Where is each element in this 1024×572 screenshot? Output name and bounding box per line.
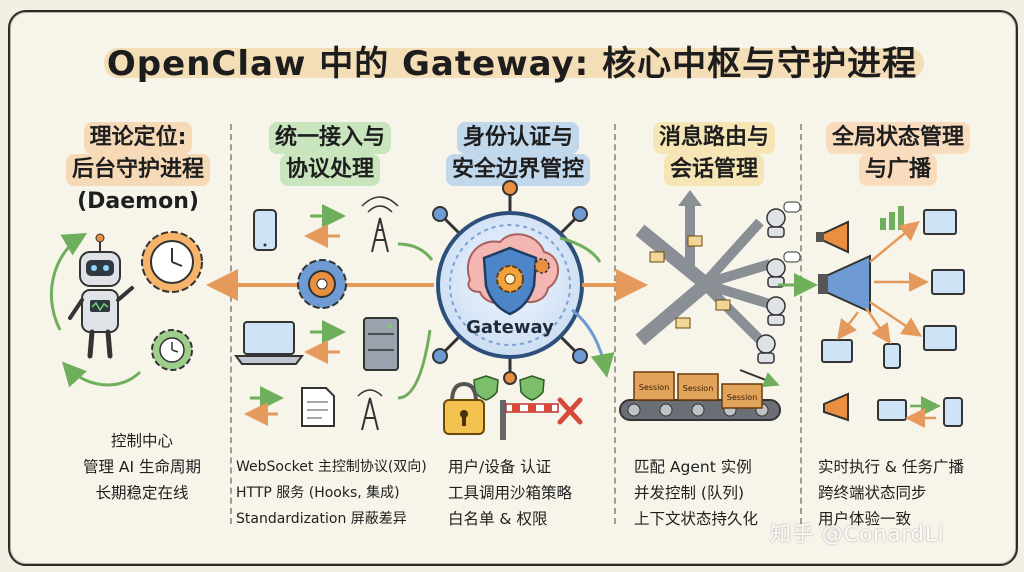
column-5-heading: 全局状态管理 与广播 [800, 122, 996, 186]
column-1-item: 长期稳定在线 [95, 484, 189, 502]
column-4-list: 匹配 Agent 实例 并发控制 (队列) 上下文状态持久化 [634, 454, 796, 532]
hub-lower-connector [571, 308, 615, 378]
broadcast-arrows [837, 220, 941, 428]
column-1-list: 控制中心 管理 AI 生命周期 长期稳定在线 [62, 428, 222, 506]
column-2-item: Standardization 屏蔽差异 [236, 511, 407, 527]
barrier-gate-icon [500, 400, 559, 440]
smartphone-icon [253, 209, 277, 251]
bar-chart-icon [880, 206, 904, 230]
megaphone-icon-center [818, 254, 871, 314]
padlock-icon [443, 381, 485, 435]
column-3-heading-line-1: 身份认证与 [456, 122, 579, 154]
signal-tower-icon [357, 389, 383, 431]
page-title: OpenClaw 中的 Gateway: 核心中枢与守护进程 [106, 44, 918, 84]
column-5-item: 用户体验一致 [818, 510, 912, 528]
column-divider-3 [800, 124, 802, 524]
laptop-icon [234, 321, 304, 365]
megaphone-icon-bottom [823, 392, 849, 422]
megaphone-icon-top [816, 220, 849, 254]
column-5-heading-line-1: 全局状态管理 [825, 122, 970, 154]
router-arrows-icon [635, 190, 772, 346]
title-highlight [104, 48, 924, 78]
cycle-arrow-bottom [61, 361, 142, 388]
session-box-label-2: Session [683, 384, 714, 393]
column-2-heading-line-1: 统一接入与 [268, 122, 391, 154]
column-4-item: 上下文状态持久化 [634, 510, 759, 528]
hub-gear-icon [496, 258, 550, 293]
column-3-heading: 身份认证与 安全边界管控 [416, 122, 620, 186]
session-box-label-3: Session [727, 393, 758, 402]
hub-upper-connector [559, 236, 602, 263]
column-2-item: WebSocket 主控制协议(双向) [236, 459, 427, 475]
cycle-arrow-left [49, 232, 88, 331]
small-clock-gear-icon [151, 329, 193, 371]
column-3-item: 用户/设备 认证 [448, 458, 552, 476]
column-1-heading: 理论定位: 后台守护进程 (Daemon) [38, 122, 238, 218]
protocol-gear-icon [297, 259, 347, 309]
server-icon [363, 317, 399, 371]
column-2-heading: 统一接入与 协议处理 [232, 122, 428, 186]
gateway-label: Gateway [466, 317, 554, 338]
cell-tower-icon [361, 196, 399, 253]
column-1-heading-line-3: (Daemon) [77, 189, 199, 214]
connector-tower-hub [397, 242, 434, 261]
column-4-heading-line-1: 消息路由与 [652, 122, 775, 154]
column-3-list: 用户/设备 认证 工具调用沙箱策略 白名单 & 权限 [448, 454, 612, 532]
conveyor-direction-arrow [739, 369, 780, 388]
column-4-item: 匹配 Agent 实例 [634, 458, 752, 476]
document-icon [301, 387, 335, 427]
column-2-item: HTTP 服务 (Hooks, 集成) [236, 485, 400, 501]
column-1-item: 管理 AI 生命周期 [82, 458, 202, 476]
clock-gear-icon [141, 231, 203, 293]
column-2-heading-line-2: 协议处理 [279, 154, 380, 186]
column-1-heading-line-1: 理论定位: [83, 122, 193, 154]
column-3-heading-line-2: 安全边界管控 [445, 154, 590, 186]
column-5-item: 跨终端状态同步 [818, 484, 927, 502]
column-2-list: WebSocket 主控制协议(双向) HTTP 服务 (Hooks, 集成) … [236, 454, 427, 532]
column-3-item: 工具调用沙箱策略 [448, 484, 573, 502]
robot-icon [68, 233, 134, 359]
column-1-item: 控制中心 [110, 432, 173, 450]
column-4-heading: 消息路由与 会话管理 [616, 122, 812, 186]
column-1-heading-line-2: 后台守护进程 [65, 154, 210, 186]
column-4-item: 并发控制 (队列) [634, 484, 745, 502]
deny-x-icon [557, 397, 583, 425]
column-divider-1 [230, 124, 232, 524]
column-divider-2 [614, 124, 616, 524]
column-5-item: 实时执行 & 任务广播 [818, 458, 964, 476]
column-3-item: 白名单 & 权限 [448, 510, 548, 528]
conveyor-belt-icon: Session Session Session [619, 371, 781, 421]
agent-bots-icon [756, 201, 801, 364]
column-5-list: 实时执行 & 任务广播 跨终端状态同步 用户体验一致 [818, 454, 1008, 532]
watermark: 知乎 @ConardLi [770, 522, 945, 546]
connector-signal-hub [397, 329, 432, 400]
monitor-icons [821, 209, 965, 427]
hub-spokes [432, 180, 588, 385]
column-5-heading-line-2: 与广播 [858, 154, 937, 186]
session-box-label-1: Session [639, 383, 670, 392]
column-4-heading-line-2: 会话管理 [663, 154, 764, 186]
